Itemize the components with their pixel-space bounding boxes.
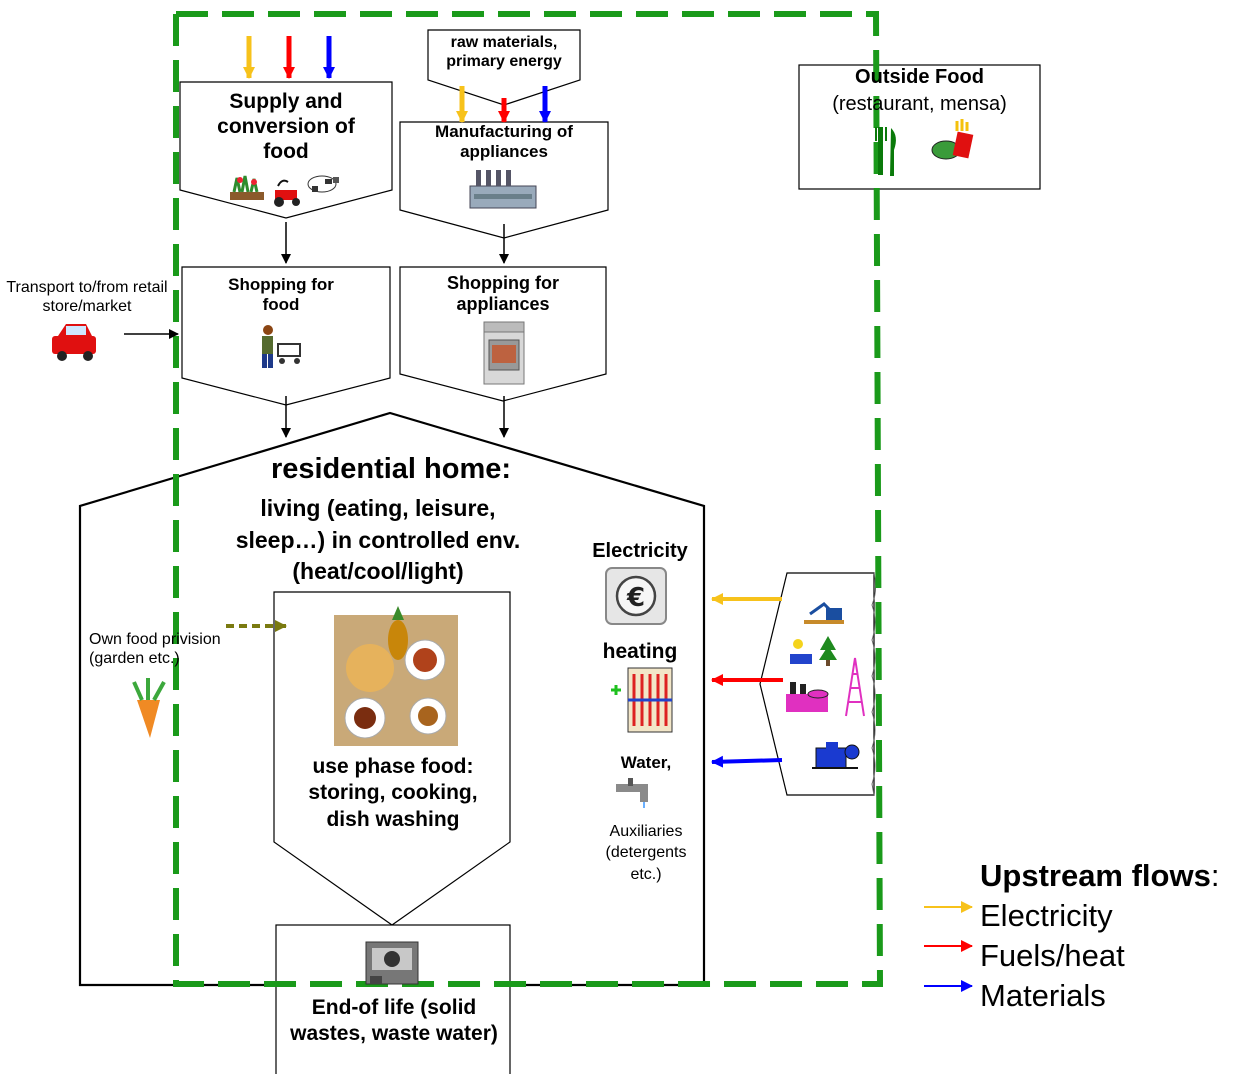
raw-materials-label: raw materials, primary energy	[446, 34, 562, 70]
shopping-food-label: Shopping for food	[228, 275, 334, 315]
manufacturing-label: Manufacturing of appliances	[435, 122, 573, 162]
solar-tree-icon	[790, 636, 837, 666]
use-phase-label: use phase food: storing, cooking, dish w…	[308, 755, 478, 831]
car-icon	[52, 324, 96, 361]
legend-item-electricity: Electricity	[980, 898, 1113, 933]
svg-text:€: €	[626, 583, 645, 613]
heating-label: heating	[602, 640, 678, 663]
outside-food-subtitle: (restaurant, mensa)	[832, 93, 1007, 115]
water-plant-icon	[812, 742, 860, 769]
cutlery-icon	[875, 127, 896, 176]
system-boundary	[173, 11, 884, 987]
shopping-appliances-label: Shopping for appliances	[447, 273, 559, 315]
transport-label: Transport to/from retail store/market	[6, 279, 168, 315]
supply-label: Supply and conversion of food	[217, 90, 355, 163]
outside-food-box-shape	[798, 64, 1041, 190]
end-of-life-label: End-of life (solid wastes, waste water)	[290, 996, 498, 1046]
fast-food-icon	[931, 119, 974, 160]
legend-item-fuels: Fuels/heat	[980, 938, 1125, 973]
utilities-box-shape	[759, 572, 875, 796]
refinery-icon	[786, 682, 829, 712]
euro-socket-icon: €	[605, 567, 667, 625]
legend-title: Upstream flows:	[980, 858, 1250, 895]
manufacturing-box-shape	[399, 121, 609, 239]
carrot-icon	[132, 678, 166, 738]
own-food-label: Own food privision (garden etc.)	[89, 631, 221, 667]
plants-tractor-cow-icon	[230, 175, 339, 207]
water-label: Water,	[620, 753, 672, 772]
outside-food-title: Outside Food	[855, 66, 984, 88]
home-title: residential home:	[270, 453, 512, 485]
food-platter-icon	[334, 606, 458, 746]
supply-box-shape	[179, 81, 393, 219]
excavator-icon	[804, 602, 844, 624]
raw-materials-box-shape	[427, 29, 581, 106]
oil-rig-icon	[845, 657, 865, 717]
shopper-cart-icon	[262, 325, 301, 368]
radiator-icon	[611, 667, 673, 733]
arrow-materials-in	[711, 755, 783, 768]
auxiliaries-label: Auxiliaries (detergents etc.)	[605, 823, 687, 883]
electricity-label: Electricity	[592, 540, 688, 562]
incinerator-icon	[365, 941, 419, 985]
stove-icon	[483, 321, 525, 385]
legend-title-text: Upstream flows	[980, 858, 1211, 893]
legend-item-materials: Materials	[980, 978, 1106, 1013]
water-tap-icon	[616, 778, 648, 808]
shopping-food-box-shape	[181, 266, 391, 406]
legend-title-colon: :	[1210, 858, 1220, 893]
factory-icon	[469, 170, 537, 209]
home-subtitle: living (eating, leisure, sleep…) in cont…	[235, 495, 521, 584]
utilities-box-right-edge	[871, 572, 877, 796]
